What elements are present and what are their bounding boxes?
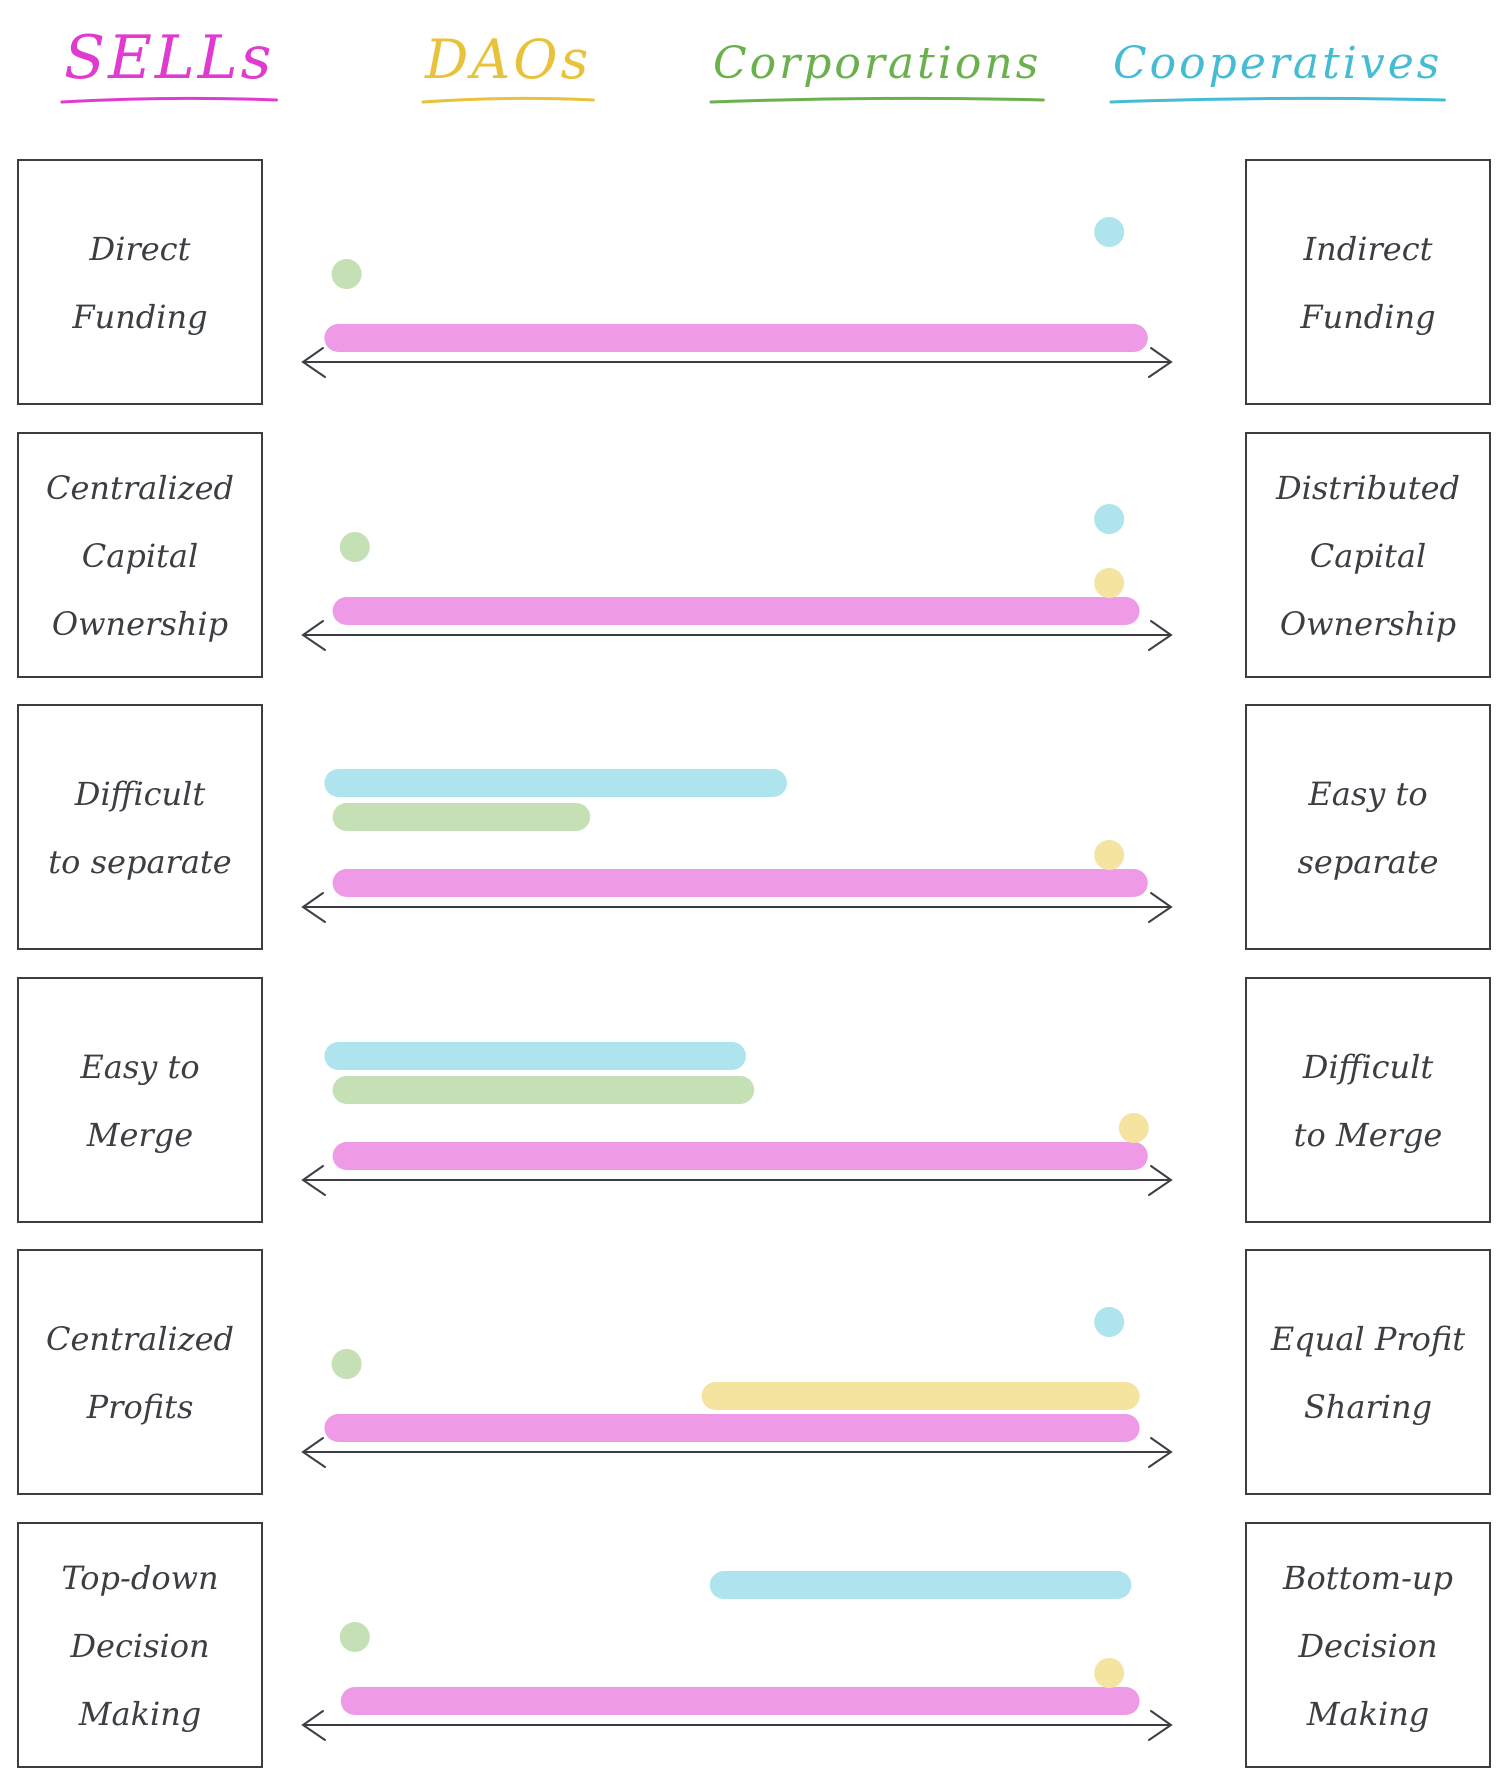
left-label-line: Centralized — [46, 1320, 234, 1358]
right-label-line: Difficult — [1302, 1048, 1434, 1086]
right-label-line: Ownership — [1280, 605, 1456, 643]
legend-underline-corporations — [709, 96, 1045, 104]
right-label-line: Easy to — [1307, 775, 1427, 813]
right-label-box — [1245, 1522, 1491, 1768]
legend-label-daos: DAOs — [424, 28, 591, 91]
left-label-line: Difficult — [74, 775, 206, 813]
left-label-line: to separate — [48, 843, 231, 881]
axis-left-arrow — [301, 1165, 326, 1196]
left-label-line: Profits — [86, 1388, 194, 1426]
left-label-line: Centralized — [46, 469, 234, 507]
right-label-line: Sharing — [1304, 1388, 1432, 1426]
legend-label-corporations: Corporations — [713, 38, 1041, 89]
spectrum-rows: DirectFundingIndirectFundingCentralizedC… — [17, 159, 1491, 1768]
right-label-line: Funding — [1299, 298, 1435, 336]
corporations-dot — [339, 1622, 370, 1652]
daos-dot — [1094, 1658, 1125, 1688]
corporations-dot — [331, 259, 362, 289]
left-label-box — [17, 159, 263, 405]
left-label-box — [17, 1522, 263, 1768]
corporations-dot — [331, 1349, 362, 1379]
right-label-line: to Merge — [1294, 1116, 1443, 1154]
left-label-box — [17, 432, 263, 678]
right-label-line: Indirect — [1303, 230, 1433, 268]
right-label-line: Bottom-up — [1282, 1559, 1453, 1597]
legend-underline-sells — [60, 96, 278, 104]
right-label-line: Equal Profit — [1270, 1320, 1465, 1358]
left-label-line: Funding — [71, 298, 207, 336]
left-label-box — [17, 1249, 263, 1495]
axis-left-arrow — [301, 1437, 326, 1468]
axis-right-arrow — [1148, 1710, 1173, 1741]
legend: SELLs DAOs Corporations Cooperatives — [60, 23, 1446, 104]
axis-right-arrow — [1148, 892, 1173, 923]
right-label-box — [1245, 159, 1491, 405]
row-3: Difficult to separate Easy to separate — [17, 704, 1491, 950]
corporations-dot — [339, 532, 370, 562]
right-label-box — [1245, 704, 1491, 950]
right-label-line: separate — [1297, 843, 1438, 881]
right-label-line: Distributed — [1275, 469, 1460, 507]
legend-underline-daos — [421, 96, 595, 104]
left-label-box — [17, 977, 263, 1223]
daos-dot — [1118, 1113, 1149, 1143]
left-label-box — [17, 704, 263, 950]
right-label-box — [1245, 1249, 1491, 1495]
left-label-line: Top-down — [61, 1559, 218, 1597]
axis-left-arrow — [301, 620, 326, 651]
axis-left-arrow — [301, 347, 326, 378]
left-label-line: Easy to — [79, 1048, 199, 1086]
left-label-line: Capital — [82, 537, 198, 575]
left-label-line: Making — [78, 1695, 202, 1733]
left-label-line: Ownership — [52, 605, 228, 643]
legend-label-cooperatives: Cooperatives — [1113, 38, 1442, 89]
cooperatives-dot — [1094, 504, 1125, 534]
row-4: Easy to Merge Difficult to Merge — [17, 977, 1491, 1223]
right-label-line: Decision — [1297, 1627, 1437, 1665]
axis-right-arrow — [1148, 1165, 1173, 1196]
legend-underline-cooperatives — [1109, 96, 1446, 104]
axis-right-arrow — [1148, 1437, 1173, 1468]
right-label-line: Capital — [1310, 537, 1426, 575]
axis-right-arrow — [1148, 347, 1173, 378]
axis-left-arrow — [301, 892, 326, 923]
axis-left-arrow — [301, 1710, 326, 1741]
daos-dot — [1094, 568, 1125, 598]
right-label-box — [1245, 977, 1491, 1223]
cooperatives-dot — [1094, 1307, 1125, 1337]
right-label-box — [1245, 432, 1491, 678]
right-label-line: Making — [1306, 1695, 1430, 1733]
left-label-line: Direct — [89, 230, 191, 268]
left-label-line: Merge — [86, 1116, 193, 1154]
legend-label-sells: SELLs — [64, 23, 274, 93]
left-label-line: Decision — [69, 1627, 209, 1665]
daos-dot — [1094, 840, 1125, 870]
axis-right-arrow — [1148, 620, 1173, 651]
cooperatives-dot — [1094, 217, 1125, 247]
